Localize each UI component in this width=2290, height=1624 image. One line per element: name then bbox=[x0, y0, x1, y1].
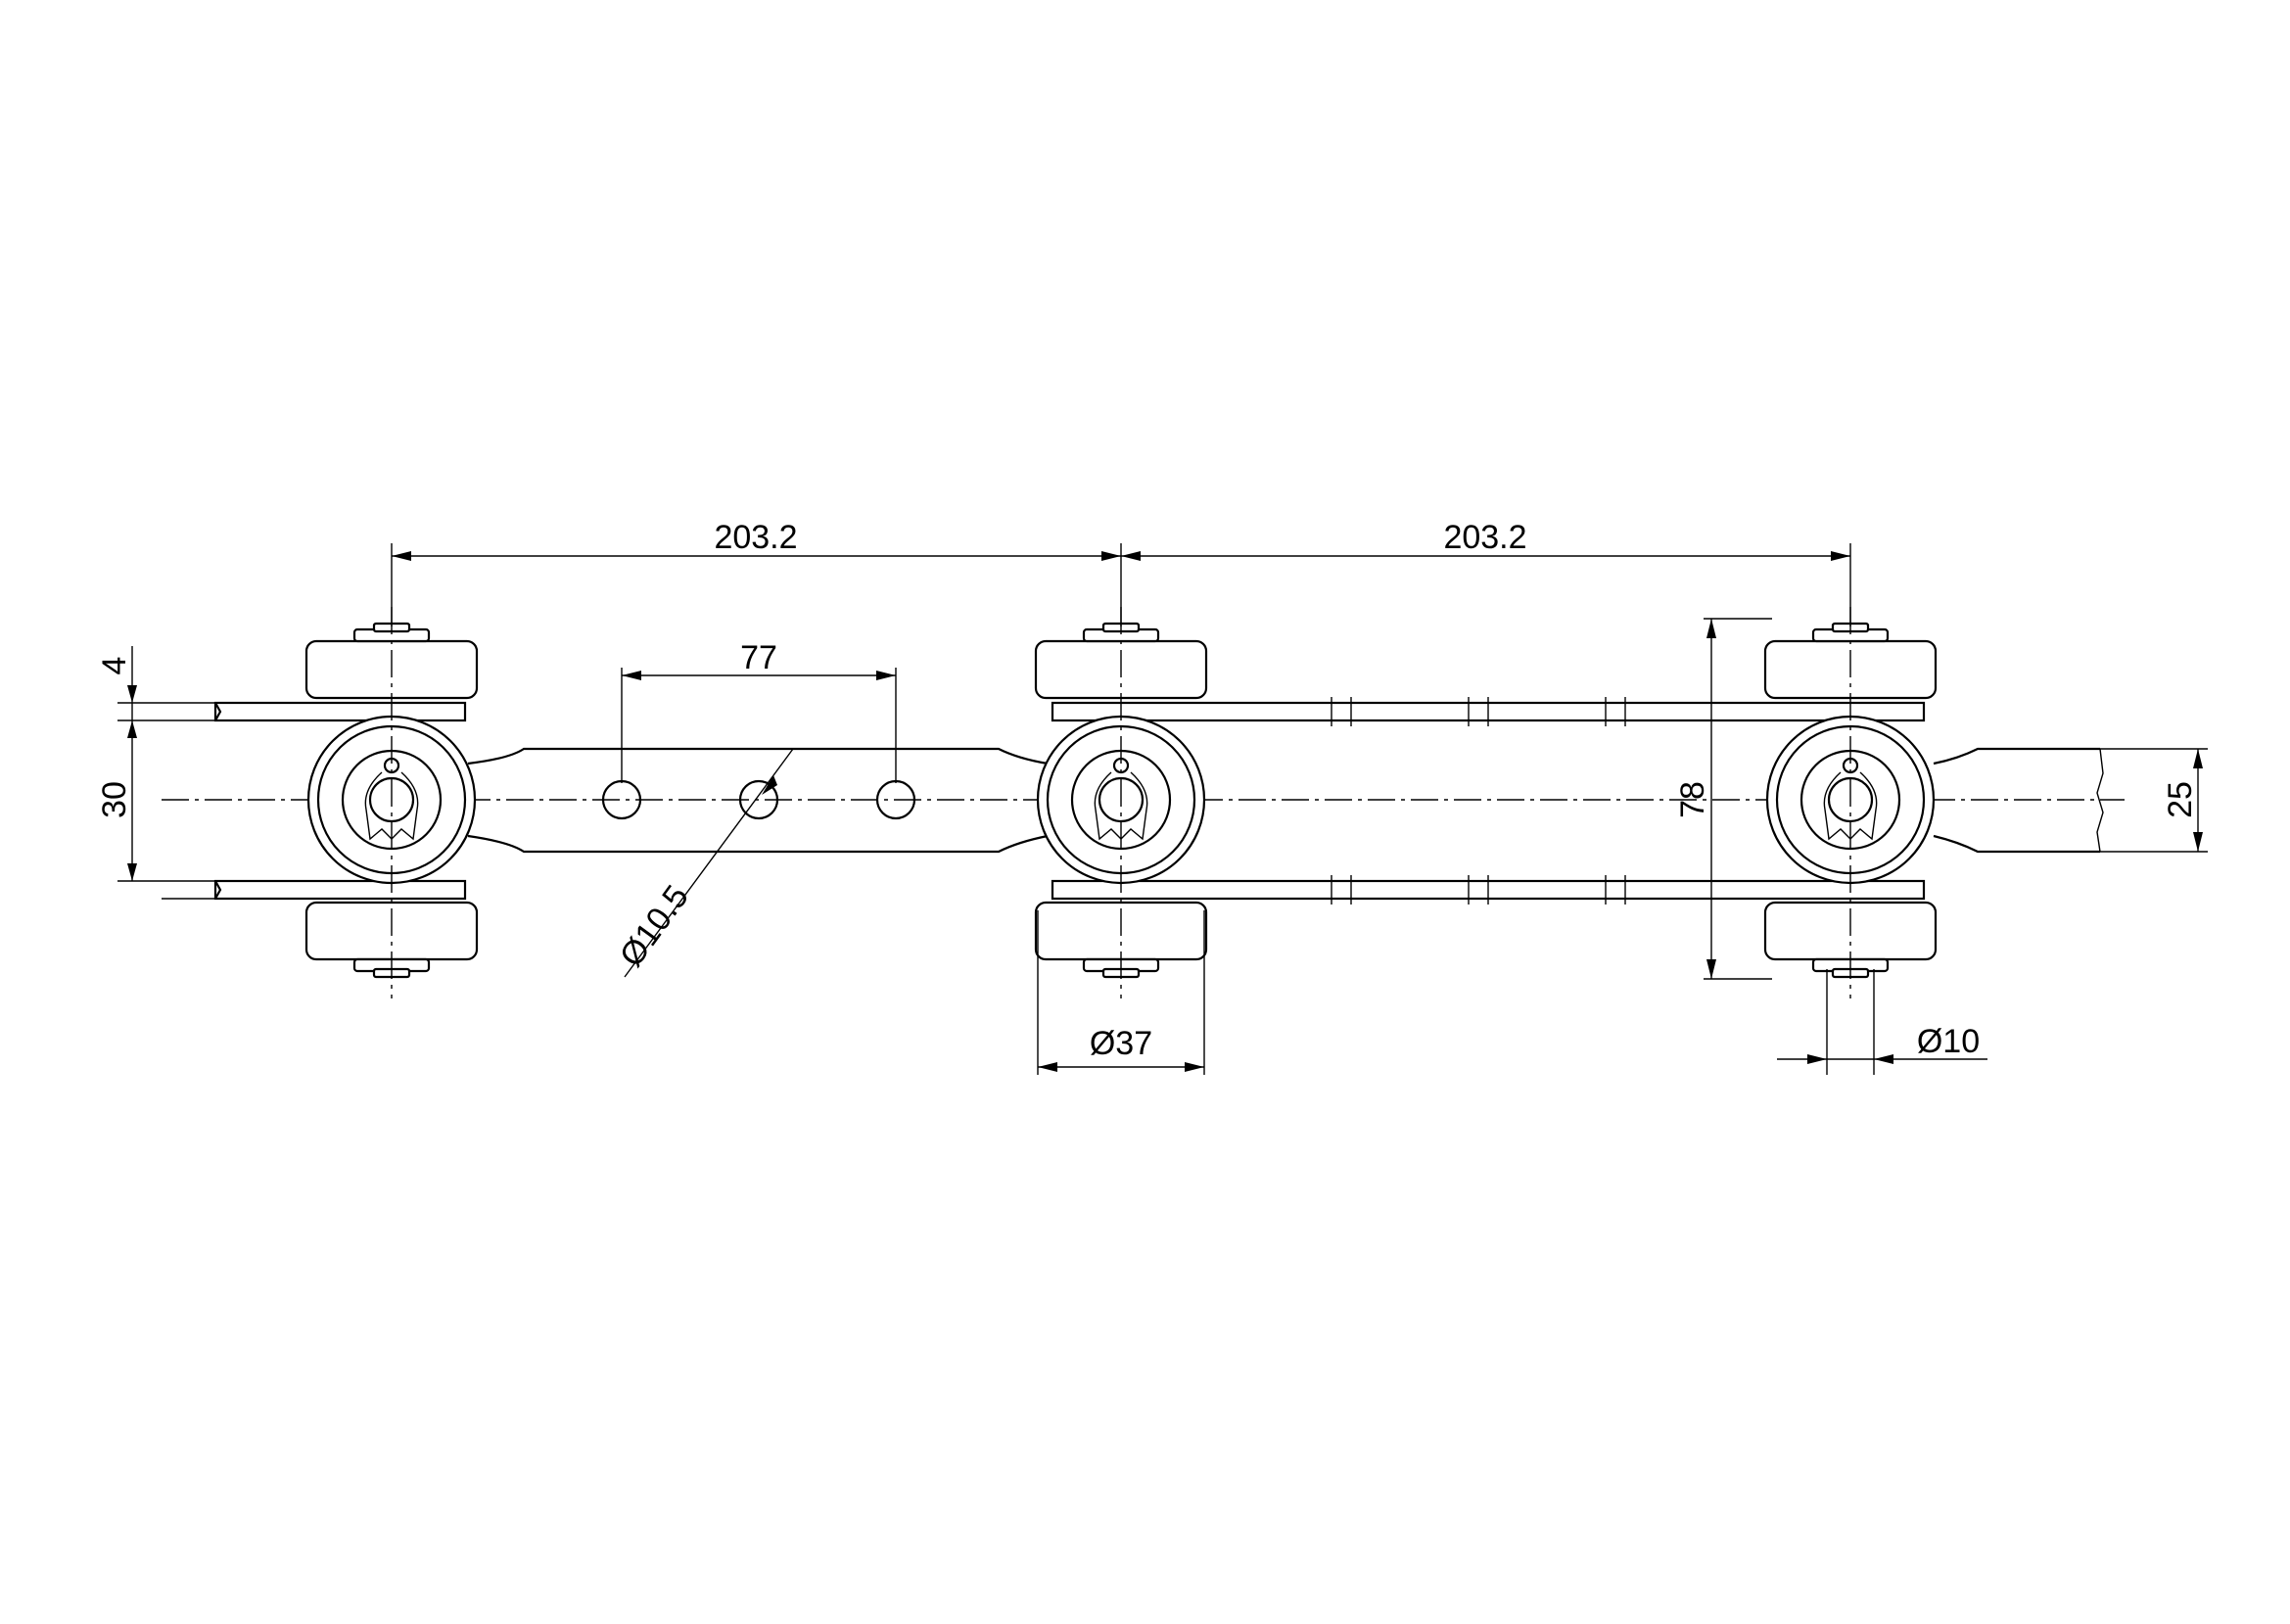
pin-diameter-label: Ø10 bbox=[1917, 1023, 1980, 1060]
dimension-pitch-left: 203.2 bbox=[391, 519, 1122, 626]
roller-diameter-label: Ø37 bbox=[1090, 1025, 1152, 1062]
dimension-hole-spacing: 77 bbox=[621, 639, 897, 783]
bar-hole-2 bbox=[738, 779, 779, 820]
dimension-plate-height: 4 30 bbox=[96, 646, 162, 882]
dimension-pin-diameter: Ø10 bbox=[1777, 969, 1987, 1075]
right-end-bar bbox=[1933, 747, 2104, 854]
pin bbox=[1098, 776, 1145, 823]
pin bbox=[1827, 776, 1874, 823]
pitch-right-label: 203.2 bbox=[1443, 519, 1526, 556]
dimension-pitch-right: 203.2 bbox=[1121, 519, 1851, 626]
dimension-overall-width: 78 bbox=[1674, 618, 1772, 980]
overall-width-label: 78 bbox=[1674, 781, 1711, 818]
left-outer-plates bbox=[162, 701, 467, 901]
dimension-roller-diameter: Ø37 bbox=[1037, 910, 1205, 1075]
hole-diameter-label: Ø10.5 bbox=[613, 878, 696, 973]
pin bbox=[368, 776, 415, 823]
roller-assembly-3 bbox=[1763, 607, 1938, 998]
plate-thickness-label: 4 bbox=[96, 657, 133, 675]
right-inner-plates bbox=[1051, 697, 1926, 905]
pitch-left-label: 203.2 bbox=[714, 519, 797, 556]
hole-spacing-label: 77 bbox=[740, 639, 777, 676]
roller-assembly-1 bbox=[304, 607, 479, 998]
roller-assembly-2 bbox=[1034, 607, 1208, 998]
bar-height-label: 25 bbox=[2162, 781, 2199, 818]
plate-height-label: 30 bbox=[96, 781, 133, 818]
dimension-bar-height: 25 bbox=[2100, 748, 2208, 853]
